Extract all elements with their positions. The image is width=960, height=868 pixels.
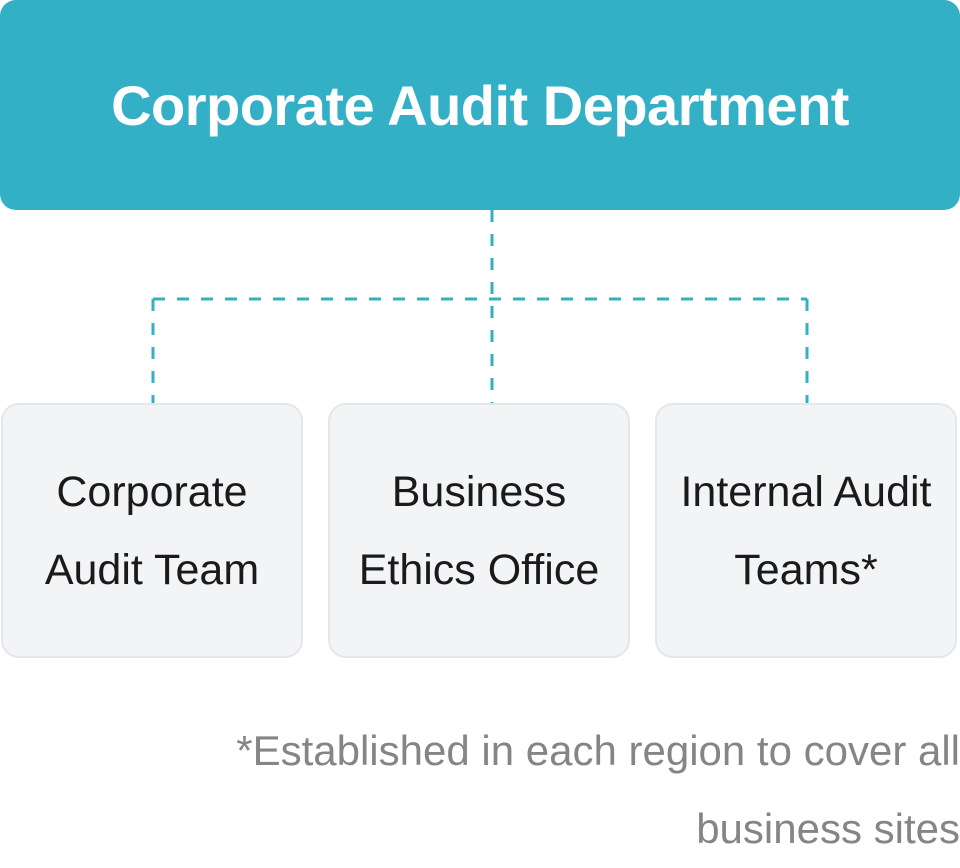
child-node-label: Corporate Audit Team — [44, 467, 260, 594]
child-node-corporate-audit-team: Corporate Audit Team — [1, 403, 303, 658]
child-node-label: Internal Audit Teams* — [680, 467, 932, 594]
child-node-label: Business Ethics Office — [358, 467, 600, 594]
child-node-business-ethics-office: Business Ethics Office — [328, 403, 630, 658]
root-node-label: Corporate Audit Department — [111, 73, 849, 137]
root-node-corporate-audit-department: Corporate Audit Department — [0, 0, 960, 210]
footnote: *Established in each region to cover all… — [236, 727, 960, 852]
child-node-internal-audit-teams: Internal Audit Teams* — [655, 403, 957, 658]
